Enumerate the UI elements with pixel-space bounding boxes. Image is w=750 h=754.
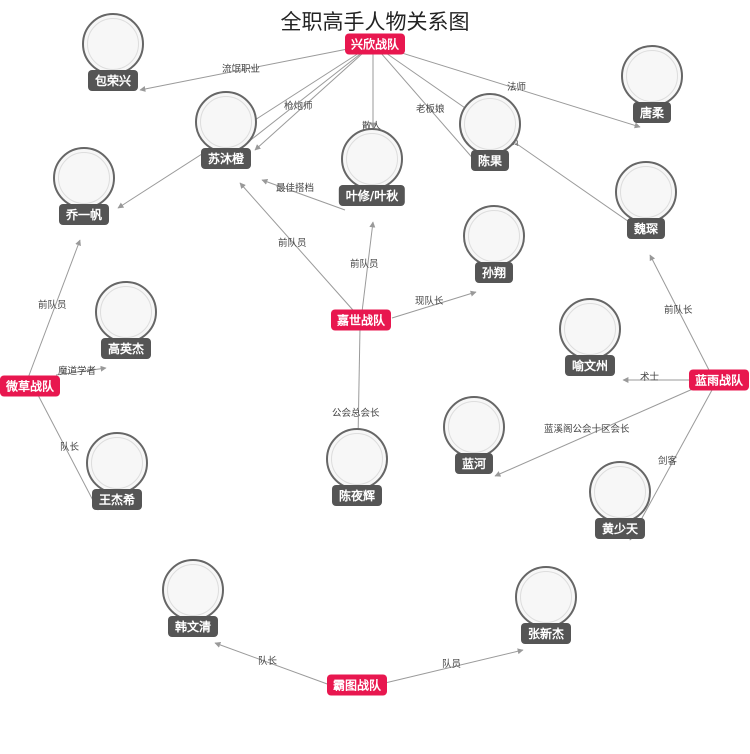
avatar [53,147,115,209]
avatar [463,205,525,267]
edge-label: 前队长 [664,304,693,316]
avatar [621,45,683,107]
edge-label: 最佳搭档 [276,182,314,194]
person-name: 张新杰 [520,623,572,644]
avatar [195,91,257,153]
person-name: 王杰希 [91,489,143,510]
edge-xinxin-chenguo [372,43,484,171]
team-node-batu[interactable]: 霸图战队 [326,674,388,696]
team-node-lanyu[interactable]: 蓝雨战队 [688,369,750,391]
avatar [589,461,651,523]
edge-lanyu-lanhe [494,387,696,477]
avatar [615,161,677,223]
edge-label: 队员 [442,658,461,670]
edge-jiashi-sunxiang [391,290,477,319]
person-name: 高英杰 [100,338,152,359]
edge-label: 蓝溪阁公会十区会长 [544,423,630,435]
edge-xinxin-sumucheng [254,43,374,151]
edge-label: 前队员 [38,299,67,311]
avatar [82,13,144,75]
edge-label: 队长 [258,655,278,667]
person-name: 苏沐橙 [200,148,252,169]
team-node-xinxin[interactable]: 兴欣战队 [344,33,406,55]
avatar [559,298,621,360]
edge-label: 魔道学者 [58,365,96,377]
edge-xinxin-baorongxing [139,43,374,92]
edge-label: 流氓职业 [222,63,260,75]
page-title: 全职高手人物关系图 [280,10,470,34]
edge-batu-hanwenqing [214,642,331,686]
person-name: 唐柔 [632,102,672,123]
team-node-weicao[interactable]: 微草战队 [0,375,61,397]
edge-label: 枪炮师 [284,100,313,112]
edge-weicao-qiaoyifan [27,239,81,379]
edge-jiashi-yexiu [361,221,376,313]
person-name: 韩文清 [167,616,219,637]
edge-weicao-wangjiexi [37,394,99,511]
edge-weicao-gaoyingjie [55,365,107,376]
person-name: 陈果 [470,150,510,171]
edge-label: 老板娘 [416,103,445,115]
avatar [443,396,505,458]
person-name: 喻文州 [564,355,616,376]
avatar [515,566,577,628]
person-name: 蓝河 [454,453,494,474]
avatar [326,428,388,490]
edge-lanyu-huangshaotian [629,389,713,541]
person-name: 陈夜辉 [331,485,383,506]
person-name: 叶修/叶秋 [338,185,406,206]
avatar [86,432,148,494]
edge-label: 公会总会长 [332,407,380,419]
person-name: 黄少天 [594,518,646,539]
person-name: 乔一帆 [58,204,110,225]
edge-label: 前队员 [350,258,379,270]
team-node-jiashi[interactable]: 嘉世战队 [330,309,392,331]
edge-label: 法师 [507,81,526,93]
person-name: 魏琛 [626,218,666,239]
edge-label: 队长 [60,441,80,453]
edge-yexiu-sumucheng [261,179,346,211]
avatar [459,93,521,155]
edge-label: 现队长 [415,295,444,307]
edge-label: 剑客 [658,455,678,467]
edge-lanyu-weichen [649,254,711,373]
avatar [162,559,224,621]
person-name: 包荣兴 [87,70,139,91]
edge-xinxin-tangrou [372,43,641,129]
edge-label: 前队员 [278,237,307,249]
edge-jiashi-sumucheng [239,182,361,319]
avatar [95,281,157,343]
person-name: 孙翔 [474,262,514,283]
avatar [341,128,403,190]
edge-batu-zhangxinjie [384,648,524,684]
edge-label: 术士 [640,371,660,383]
edge-xinxin-sumucheng-member [237,43,374,151]
